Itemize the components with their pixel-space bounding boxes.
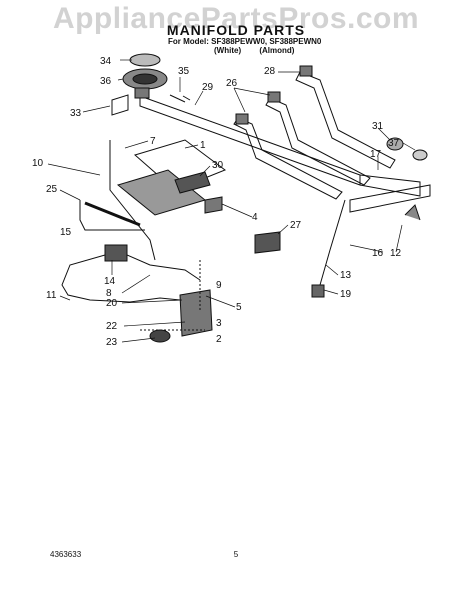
burner-bracket [111, 94, 129, 116]
callout-8: 8 [106, 288, 112, 299]
mounting-bracket [204, 196, 223, 214]
variant-almond: (Almond) [259, 46, 295, 55]
callout-12: 12 [390, 248, 402, 259]
callout-4: 4 [252, 212, 258, 223]
callout-2: 2 [216, 334, 222, 345]
callout-11: 11 [46, 290, 57, 301]
page-number: 5 [233, 550, 239, 559]
callout-30: 30 [212, 160, 224, 171]
callout-37: 37 [388, 138, 400, 149]
variant-white: (White) [214, 46, 242, 55]
front-rail [349, 184, 431, 213]
burner-tube-rear [295, 71, 396, 169]
callout-5: 5 [236, 302, 242, 313]
watermark: AppliancePartsPros.com [52, 2, 420, 35]
diagram-title: MANIFOLD PARTS [166, 22, 306, 38]
igniter-bracket [174, 171, 211, 194]
callout-35: 35 [178, 66, 190, 77]
callout-9: 9 [216, 280, 222, 291]
callout-31: 31 [372, 121, 384, 132]
callout-10: 10 [32, 158, 44, 169]
model-line: For Model: SF388PEWW0, SF388PEWN0 [168, 37, 322, 46]
callout-27: 27 [290, 220, 302, 231]
callout-28: 28 [264, 66, 276, 77]
callout-1: 1 [200, 140, 206, 151]
valve-nut [386, 137, 404, 151]
callout-36: 36 [100, 76, 112, 87]
callout-23: 23 [106, 337, 118, 348]
right-gas-tube [319, 199, 346, 286]
callout-17: 17 [370, 149, 382, 160]
gas-line-loop [61, 254, 181, 303]
burner-tube-mid [265, 97, 371, 186]
valve-assembly [179, 289, 213, 337]
callout-15: 15 [60, 227, 72, 238]
color-variants: (White) (Almond) [214, 46, 354, 55]
igniter-wire [169, 94, 191, 103]
valve-seal [412, 149, 428, 161]
pressure-regulator [104, 244, 128, 262]
spark-module [254, 231, 281, 254]
callout-3: 3 [216, 318, 222, 329]
callout-34: 34 [100, 56, 112, 67]
callout-26: 26 [226, 78, 238, 89]
callout-29: 29 [202, 82, 214, 93]
callout-7: 7 [150, 136, 156, 147]
callout-33: 33 [70, 108, 82, 119]
callout-19: 19 [340, 289, 352, 300]
callout-13: 13 [340, 270, 352, 281]
crossover-tube [79, 200, 145, 231]
burner-tube-front [233, 117, 343, 200]
document-number: 4363633 [50, 550, 82, 559]
callout-14: 14 [104, 276, 116, 287]
burner-cap [129, 53, 161, 67]
gas-line-lower [126, 254, 201, 281]
callout-22: 22 [106, 321, 118, 332]
gas-supply-tube [109, 140, 156, 261]
callout-16: 16 [372, 248, 384, 259]
callout-25: 25 [46, 184, 58, 195]
callout-20: 20 [106, 298, 118, 309]
